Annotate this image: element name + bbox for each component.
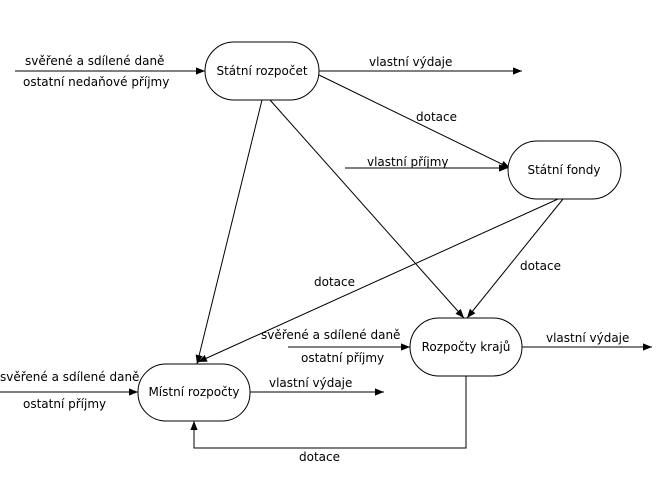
node-statni-rozpocet: Státní rozpočet <box>204 41 320 101</box>
node-statni-fondy: Státní fondy <box>507 140 622 200</box>
label-rk-out: vlastní výdaje <box>546 331 629 345</box>
label-sf-in: vlastní příjmy <box>367 155 449 169</box>
label-mr-out: vlastní výdaje <box>269 376 352 390</box>
node-label-statni-rozpocet: Státní rozpočet <box>216 64 307 78</box>
node-rozpocty-kraju: Rozpočty krajů <box>409 317 523 377</box>
node-mistni-rozpocty: Místní rozpočty <box>137 363 251 422</box>
edge-statni-rozpocet-to-rozpocty-kraju <box>269 99 465 319</box>
label-mr-in-1: svěřené a sdílené daně <box>0 370 139 384</box>
label-sr-in-1: svěřené a sdílené daně <box>25 54 164 68</box>
node-label-mistni-rozpocty: Místní rozpočty <box>148 385 239 399</box>
label-sf-to-rk: dotace <box>520 259 561 273</box>
node-label-statni-fondy: Státní fondy <box>527 163 600 177</box>
label-rk-in-2: ostatní příjmy <box>301 351 384 365</box>
edge-statni-fondy-to-rozpocty-kraju <box>466 198 564 319</box>
edge-rozpocty-kraju-to-mistni-rozpocty <box>190 376 467 449</box>
label-sr-in-2: ostatní nedaňové příjmy <box>23 75 169 89</box>
label-rk-to-mr: dotace <box>299 450 340 464</box>
edge-statni-fondy-to-mistni-rozpocty <box>197 198 559 363</box>
label-mr-in-2: ostatní příjmy <box>23 397 106 411</box>
edge-statni-rozpocet-to-statni-fondy <box>316 73 511 169</box>
label-rk-in-1: svěřené a sdílené daně <box>261 328 400 342</box>
label-sr-out: vlastní výdaje <box>369 55 452 69</box>
label-sr-to-sf: dotace <box>416 110 457 124</box>
label-sf-to-mr: dotace <box>314 275 355 289</box>
edge-statni-rozpocet-to-mistni-rozpocty <box>195 99 263 365</box>
node-label-rozpocty-kraju: Rozpočty krajů <box>422 340 511 354</box>
